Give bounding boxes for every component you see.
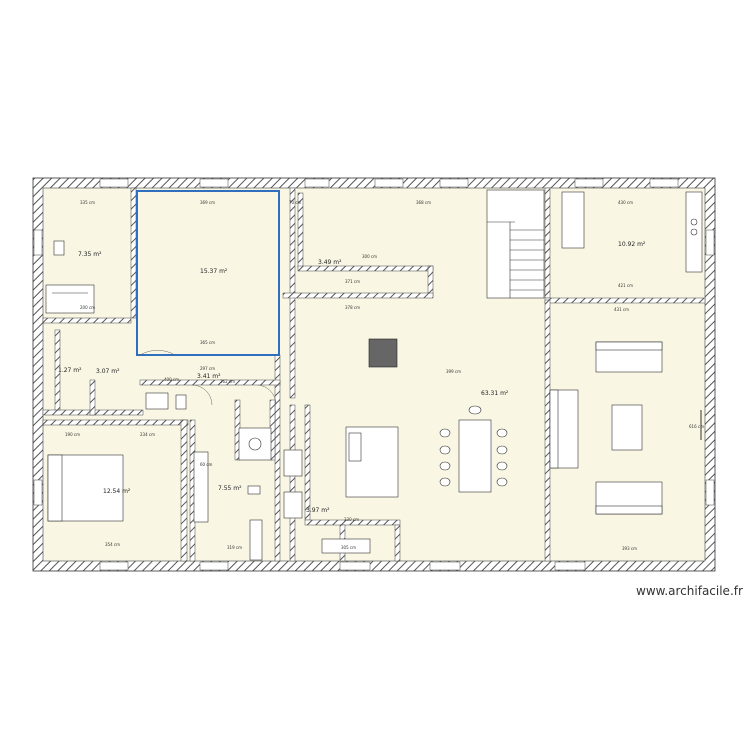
windows-side [33,229,715,506]
dimension-label: 335 cm [80,200,95,205]
room-area-label: 7.55 m² [218,485,242,492]
selected-room[interactable] [136,190,280,356]
dimension-label: 430 cm [618,200,633,205]
dimension-label: 371 cm [345,279,360,284]
room-area-label: 3.07 m² [96,368,120,375]
bathroom-fixtures [145,392,371,561]
room-area-label: 10.92 m² [618,241,646,248]
dimension-label: 200 cm [80,305,95,310]
dimension-label: 262 cm [220,379,235,384]
room-area-label: 3.49 m² [318,259,342,266]
sofa-left [549,389,579,469]
room-area-label: 63.31 m² [481,390,509,397]
dimension-label: 354 cm [105,542,120,547]
room-area-labels: 7.35 m² 15.37 m² 3.49 m² 10.92 m² 63.31 … [58,241,646,514]
dimension-label: 369 cm [200,200,215,205]
windows-bottom [99,561,586,571]
watermark: www.archifacile.fr [636,584,743,598]
dimension-label: 190 cm [65,432,80,437]
room-area-label: 3.97 m² [306,507,330,514]
doors [139,350,277,406]
dimension-label: 421 cm [618,283,633,288]
dimension-label: 400 cm [164,377,179,382]
room-area-label: 7.35 m² [78,251,102,258]
floor-area [42,187,706,562]
coffee-table [611,404,643,451]
windows-top [99,178,679,188]
sofa-bottom [595,481,663,515]
dimension-label: 365 cm [200,340,215,345]
dimension-label: 378 cm [345,305,360,310]
bed [47,454,124,522]
dimension-label: 305 cm [341,545,356,550]
dining-table [458,419,492,493]
interior-walls [42,187,706,562]
kitchen-island [345,426,399,498]
kitchen-counter [561,191,703,273]
room-area-label: 3.41 m² [197,373,221,380]
room-area-label: 1.27 m² [58,367,82,374]
sofa-top [595,341,663,373]
small-furniture [53,240,65,256]
dimension-label: 234 cm [140,432,155,437]
room-area-label: 12.54 m² [103,488,131,495]
dimension-label: 616 cm [689,424,704,429]
staircase [486,189,545,299]
dimension-label: 368 cm [416,200,431,205]
dimension-label: 300 cm [362,254,377,259]
dimension-label: 297 cm [200,366,215,371]
dimension-label: 330 cm [344,517,359,522]
dimension-label: 319 cm [227,545,242,550]
dimension-labels: 335 cm 369 cm 368 cm 430 cm 70 cm 300 cm… [65,200,704,551]
dimension-label: 399 cm [446,369,461,374]
dimension-label: 70 cm [289,200,302,205]
stove-icon [368,338,398,368]
room-area-label: 15.37 m² [200,268,228,275]
dimension-label: 60 cm [200,462,213,467]
dimension-label: 393 cm [622,546,637,551]
dining-chairs [439,405,508,487]
dimension-label: 431 cm [614,307,629,312]
storage-unit [45,284,95,314]
